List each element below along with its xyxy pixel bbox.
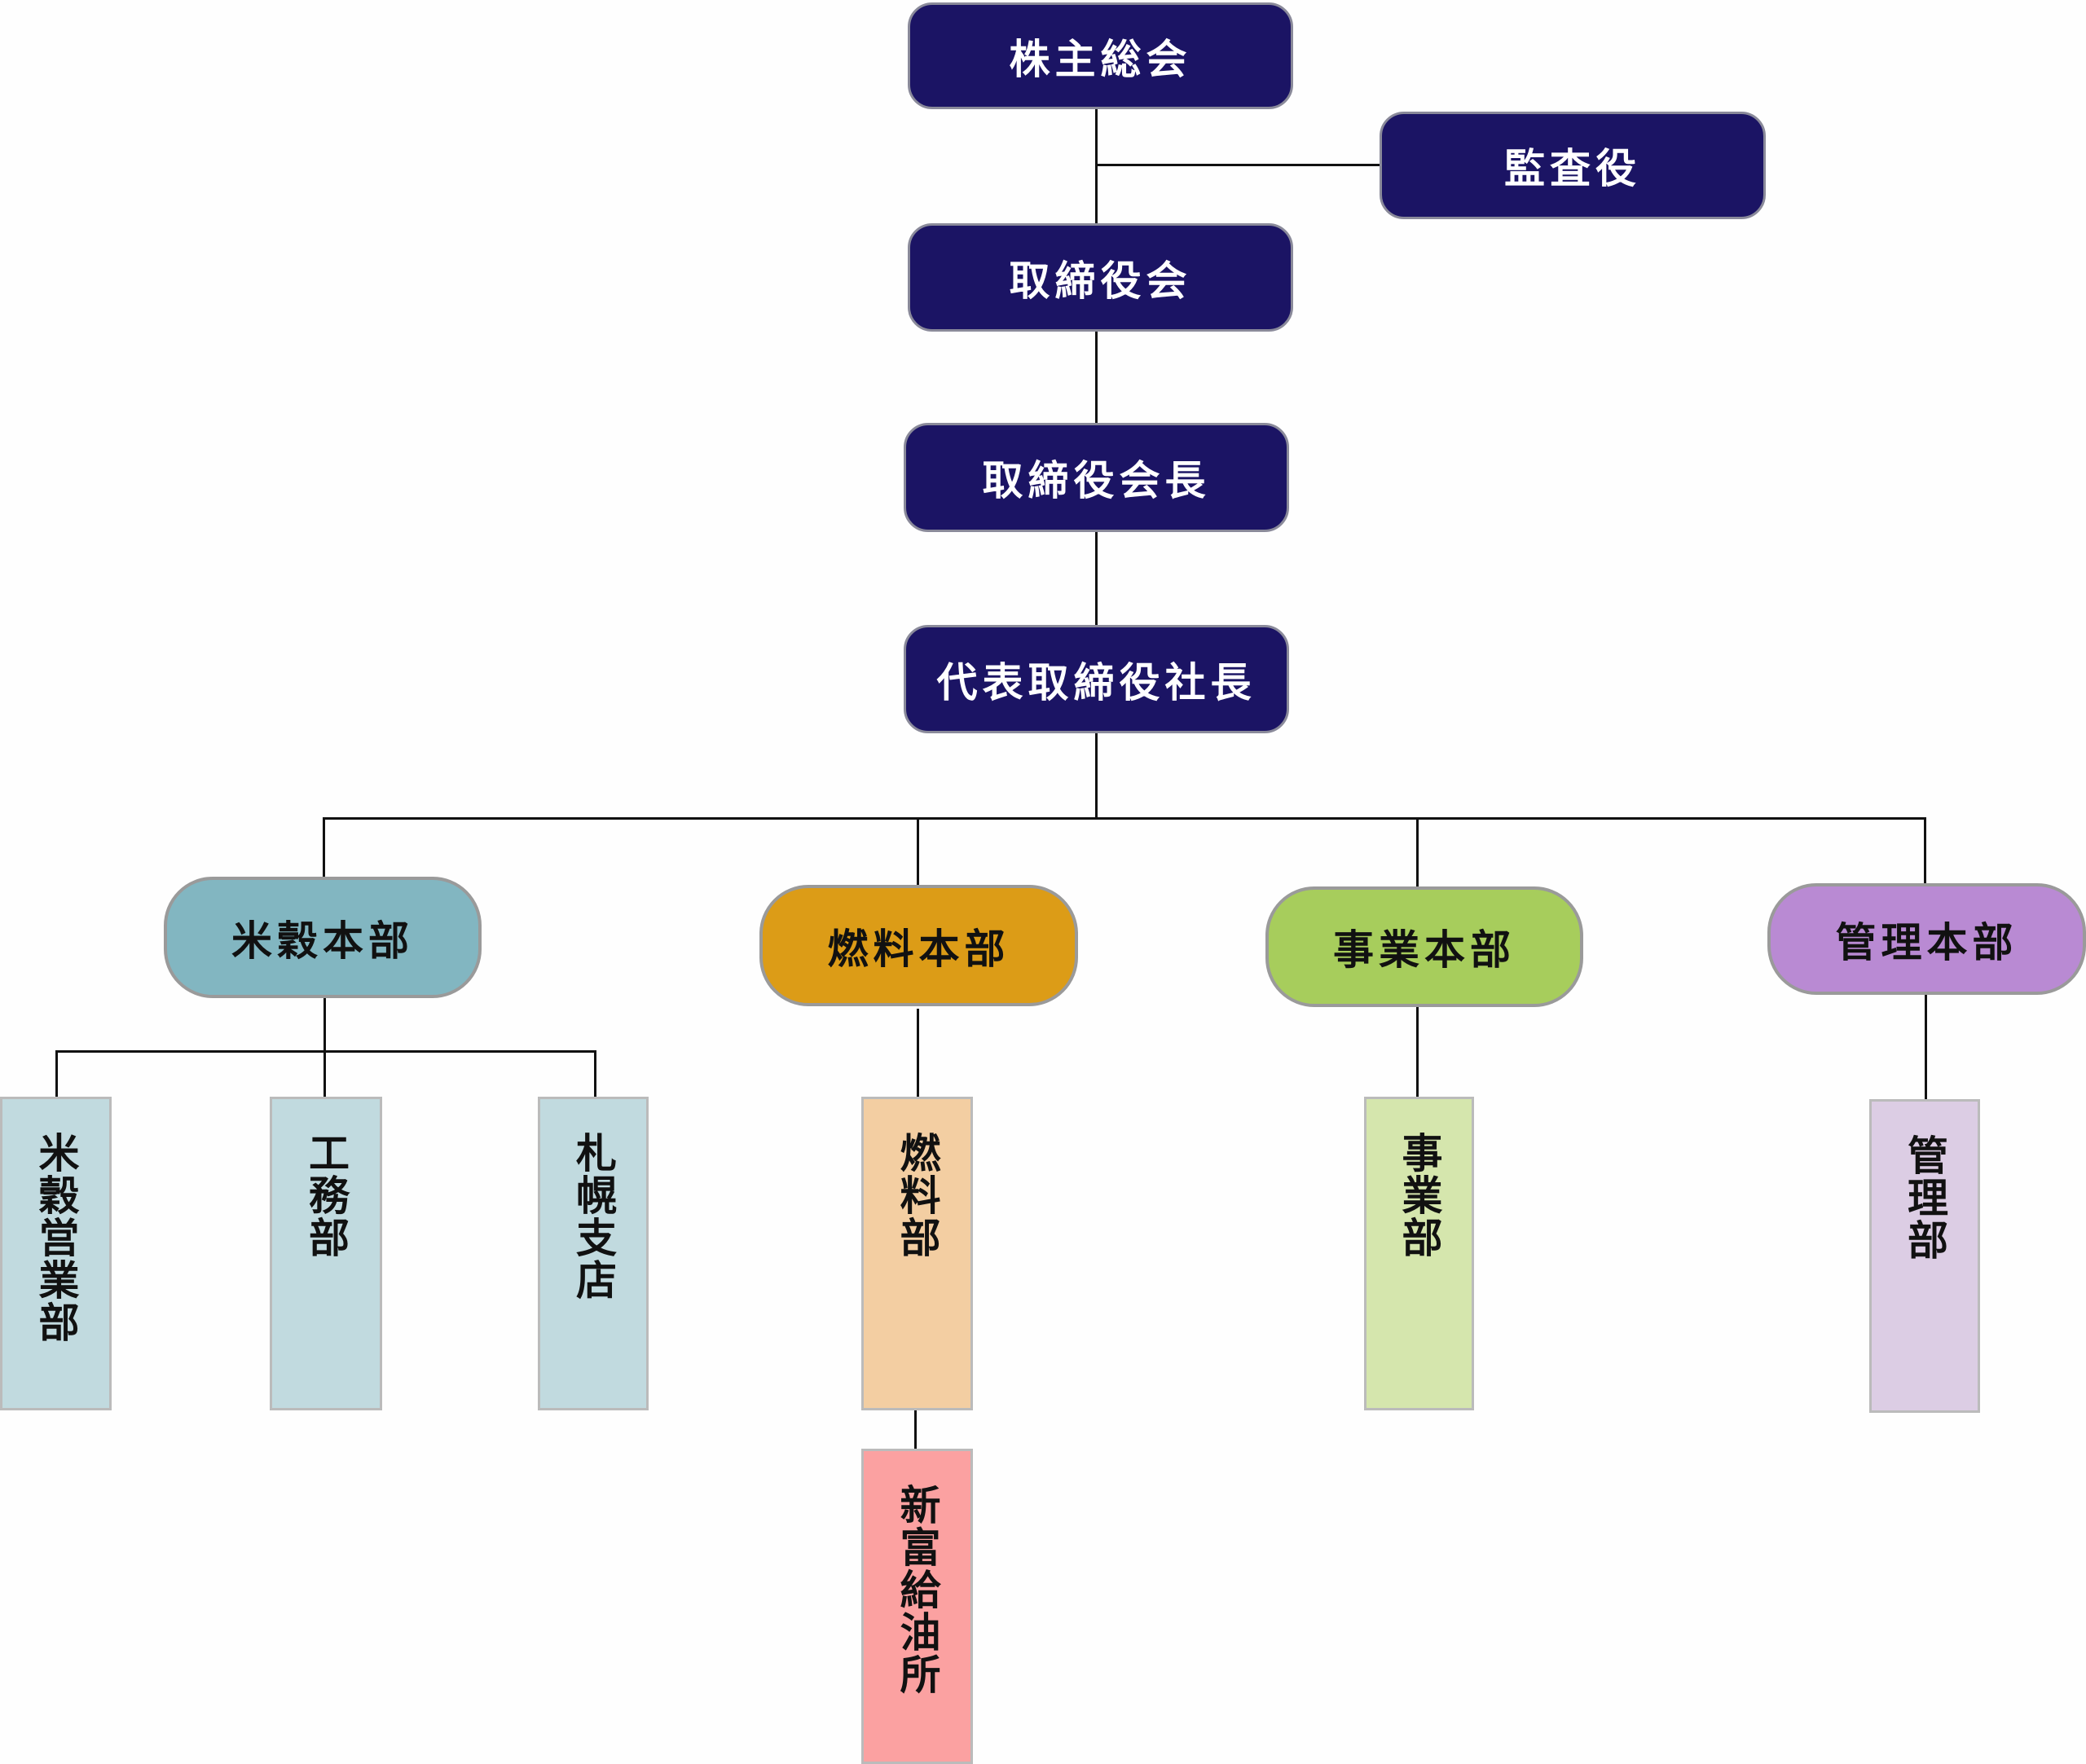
connector-line [917, 817, 919, 886]
node-label: 取締役会 [1009, 257, 1192, 305]
node-label: 新富給油所 [893, 1484, 941, 1696]
node-label: 管理部 [1901, 1134, 1948, 1261]
node-admin-dept: 管理部 [1869, 1099, 1980, 1413]
node-label: 燃料本部 [827, 925, 1010, 973]
connector-line [1416, 817, 1419, 887]
node-label: 株主総会 [1009, 35, 1192, 83]
node-fuel-division: 燃料本部 [759, 885, 1078, 1006]
connector-line [594, 1050, 596, 1097]
node-label: 監査役 [1504, 145, 1641, 192]
node-rice-sales-dept: 米穀営業部 [0, 1097, 112, 1410]
node-auditor: 監査役 [1380, 112, 1766, 219]
node-label: 燃料部 [893, 1132, 941, 1259]
node-label: 札幌支店 [570, 1132, 617, 1301]
connector-line [917, 1009, 919, 1097]
connector-line [1925, 995, 1927, 1099]
node-president: 代表取締役社長 [904, 625, 1289, 733]
connector-line [1095, 109, 1098, 625]
node-fuel-dept: 燃料部 [861, 1097, 973, 1410]
node-business-division: 事業本部 [1265, 886, 1583, 1007]
connector-line [1924, 817, 1926, 884]
connector-line [914, 1410, 917, 1449]
node-business-dept: 事業部 [1364, 1097, 1474, 1410]
node-label: 米穀営業部 [32, 1132, 80, 1344]
node-label: 事業本部 [1333, 926, 1516, 974]
node-rice-division: 米穀本部 [164, 877, 482, 998]
node-board: 取締役会 [908, 223, 1293, 332]
node-engineering-dept: 工務部 [270, 1097, 382, 1410]
node-label: 事業部 [1395, 1132, 1443, 1259]
node-admin-division: 管理本部 [1767, 883, 2086, 995]
connector-line [323, 817, 325, 878]
connector-line [55, 1050, 58, 1097]
node-shareholders-meeting: 株主総会 [908, 2, 1293, 109]
node-label: 米穀本部 [231, 917, 414, 965]
node-label: 管理本部 [1835, 918, 2018, 966]
connector-line [1097, 164, 1380, 166]
connector-line [323, 998, 326, 1097]
connector-line [323, 817, 1926, 820]
connector-line [1095, 733, 1098, 819]
node-shintomi-gas-station: 新富給油所 [861, 1449, 973, 1764]
node-label: 取締役会長 [982, 457, 1211, 504]
node-label: 工務部 [302, 1132, 350, 1259]
connector-line [55, 1050, 596, 1053]
node-chairman: 取締役会長 [904, 423, 1289, 532]
node-label: 代表取締役社長 [936, 658, 1256, 706]
connector-line [1416, 1007, 1419, 1097]
node-sapporo-branch: 札幌支店 [538, 1097, 649, 1410]
